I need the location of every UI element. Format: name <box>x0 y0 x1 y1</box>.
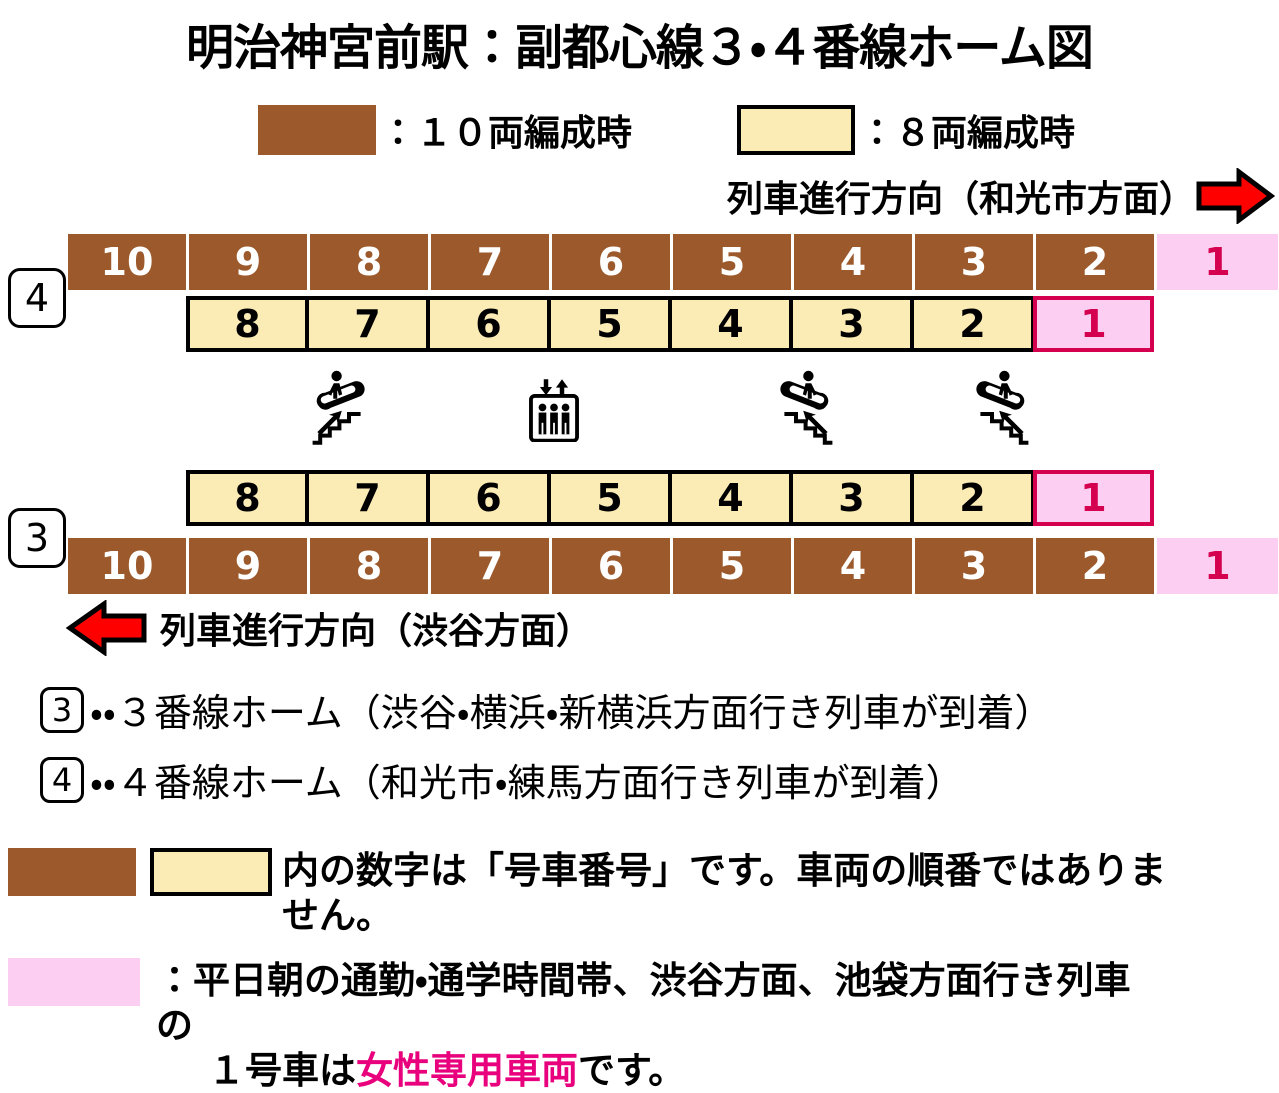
car-cell: 4 <box>794 234 915 290</box>
car-row-platform4-ten: 10 9 8 7 6 5 4 3 2 1 <box>68 234 1278 290</box>
legend-item-ten-car: ：１０両編成時 <box>258 100 632 160</box>
car-cell: 5 <box>549 296 670 352</box>
car-cell: 3 <box>791 470 912 526</box>
legend-car-number: 内の数字は「号車番号」です。車両の順番ではありま せん。 <box>8 848 1166 938</box>
note-badge-3: 3 <box>40 686 84 733</box>
car-cell: 6 <box>428 296 549 352</box>
cream-swatch-bottom <box>150 848 272 896</box>
legend-label-ten-car: ：１０両編成時 <box>380 113 633 154</box>
direction-indicator-bottom: 列車進行方向（渋谷方面） <box>62 600 592 656</box>
escalator-up-right-icon <box>303 368 383 448</box>
car-cell: 7 <box>307 296 428 352</box>
car-cell: 3 <box>915 538 1036 594</box>
legend-women-only-line1: ：平日朝の通勤・通学時間帯、渋谷方面、池袋方面行き列車の <box>156 959 1131 1048</box>
car-cell: 4 <box>670 296 791 352</box>
arrow-left-icon <box>62 600 148 656</box>
note-text-platform-4: ・・４番線ホーム（和光市・練馬方面行き列車が到着） <box>90 761 964 805</box>
car-cell: 7 <box>431 538 552 594</box>
arrow-right-icon <box>1195 168 1275 224</box>
legend-women-only-line2: １号車は女性専用車両です。 <box>156 1048 1156 1093</box>
car-cell: 2 <box>912 470 1033 526</box>
direction-text-top: 列車進行方向（和光市方面） <box>726 179 1195 220</box>
car-cell: 6 <box>552 538 673 594</box>
legend-car-number-line1: 内の数字は「号車番号」です。車両の順番ではありま <box>282 849 1167 892</box>
car-cell: 3 <box>915 234 1036 290</box>
escalator-up-left-icon <box>762 368 842 448</box>
car-cell: 5 <box>673 234 794 290</box>
cream-swatch <box>737 105 855 155</box>
elevator-icon <box>522 378 586 442</box>
car-row-platform3-eight: 8 7 6 5 4 3 2 1 <box>186 470 1154 526</box>
platform-badge-4: 4 <box>8 268 66 328</box>
car-cell-women-only: 1 <box>1157 538 1278 594</box>
legend-women-only-text: ：平日朝の通勤・通学時間帯、渋谷方面、池袋方面行き列車の １号車は女性専用車両で… <box>156 958 1156 1093</box>
car-cell: 4 <box>794 538 915 594</box>
note-platform-4: 4 ・・４番線ホーム（和光市・練馬方面行き列車が到着） <box>40 752 964 807</box>
car-cell: 3 <box>791 296 912 352</box>
note-text-platform-3: ・・３番線ホーム（渋谷・横浜・新横浜方面行き列車が到着） <box>90 691 1053 735</box>
escalator-up-left-icon-2 <box>958 368 1038 448</box>
legend-car-number-line2: せん。 <box>282 894 393 938</box>
car-cell: 8 <box>186 296 307 352</box>
brown-swatch <box>258 105 376 155</box>
car-cell: 5 <box>549 470 670 526</box>
car-cell: 2 <box>1036 234 1157 290</box>
pink-swatch-bottom <box>8 958 140 1006</box>
legend-women-only-highlight: 女性専用車両 <box>356 1049 578 1093</box>
car-cell: 4 <box>670 470 791 526</box>
car-cell: 10 <box>68 234 189 290</box>
direction-text-bottom: 列車進行方向（渋谷方面） <box>160 611 593 652</box>
car-cell-women-only: 1 <box>1157 234 1278 290</box>
legend-label-eight-car: ：８両編成時 <box>859 113 1076 154</box>
note-badge-4: 4 <box>40 756 84 803</box>
car-cell: 2 <box>912 296 1033 352</box>
car-cell: 9 <box>189 538 310 594</box>
car-cell: 7 <box>307 470 428 526</box>
car-cell: 2 <box>1036 538 1157 594</box>
direction-indicator-top: 列車進行方向（和光市方面） <box>727 168 1275 224</box>
platform-diagram: 4 10 9 8 7 6 5 4 3 2 1 8 7 6 5 4 3 2 1 <box>8 234 1278 594</box>
brown-swatch-bottom <box>8 848 136 896</box>
legend-women-only-prefix: １号車は <box>208 1049 356 1093</box>
car-row-platform4-eight: 8 7 6 5 4 3 2 1 <box>186 296 1154 352</box>
legend-women-only-suffix: です。 <box>578 1049 686 1093</box>
car-cell: 7 <box>431 234 552 290</box>
car-cell: 5 <box>673 538 794 594</box>
car-cell: 9 <box>189 234 310 290</box>
legend-item-eight-car: ：８両編成時 <box>737 100 1075 160</box>
car-cell: 8 <box>310 538 431 594</box>
legend-car-number-text: 内の数字は「号車番号」です。車両の順番ではありま せん。 <box>282 848 1166 938</box>
composition-legend: ：１０両編成時 ：８両編成時 <box>0 100 1279 160</box>
car-cell-women-only: 1 <box>1033 470 1154 526</box>
car-cell: 8 <box>186 470 307 526</box>
page-title: 明治神宮前駅：副都心線３・４番線ホーム図 <box>186 20 1094 76</box>
platform-badge-3: 3 <box>8 508 66 568</box>
note-platform-3: 3 ・・３番線ホーム（渋谷・横浜・新横浜方面行き列車が到着） <box>40 682 1053 737</box>
car-cell: 10 <box>68 538 189 594</box>
car-cell: 6 <box>428 470 549 526</box>
car-cell-women-only: 1 <box>1033 296 1154 352</box>
car-cell: 8 <box>310 234 431 290</box>
car-cell: 6 <box>552 234 673 290</box>
car-row-platform3-ten: 10 9 8 7 6 5 4 3 2 1 <box>68 538 1278 594</box>
legend-women-only: ：平日朝の通勤・通学時間帯、渋谷方面、池袋方面行き列車の １号車は女性専用車両で… <box>8 958 1156 1093</box>
